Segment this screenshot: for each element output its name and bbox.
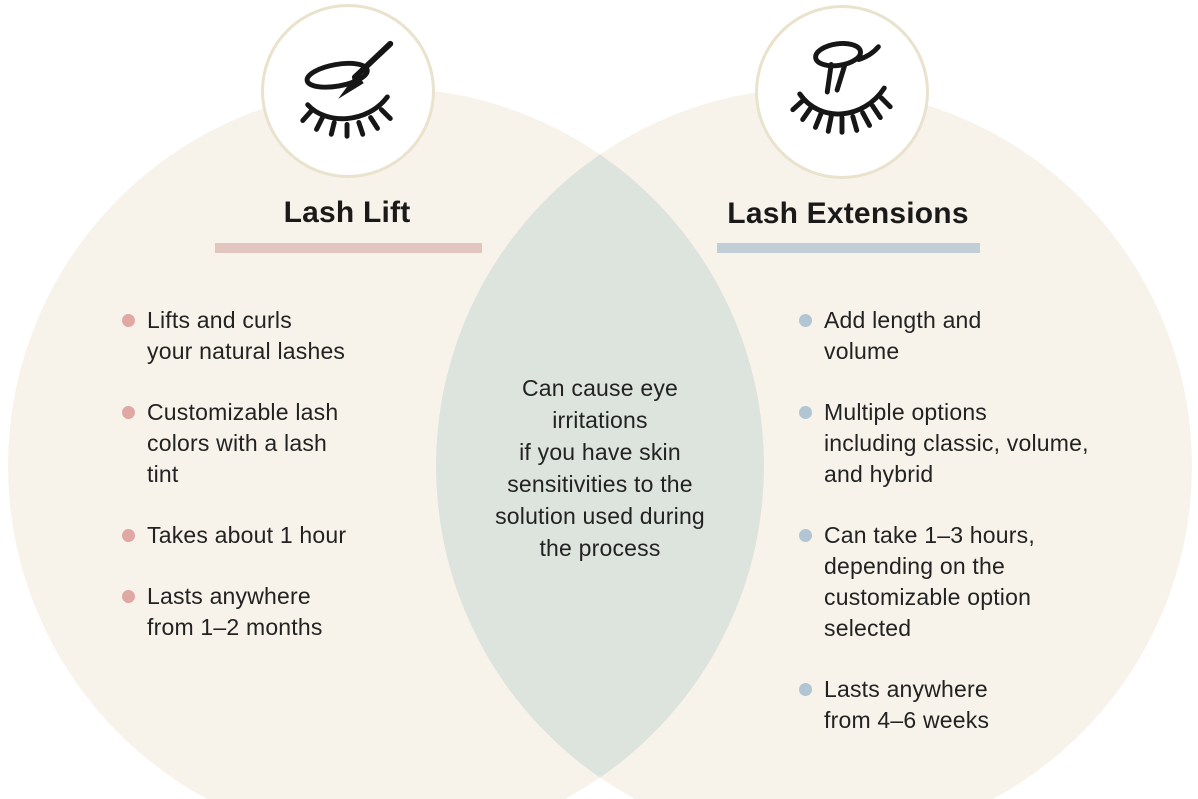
list-item-text: Add length and volume [824,307,982,364]
bullet-dot [122,529,135,542]
bullet-dot [799,314,812,327]
list-item: Lifts and curls your natural lashes [122,305,422,367]
lash-lift-icon-badge [261,4,435,178]
lash-extensions-underline [717,243,980,253]
lash-extensions-icon-badge [755,5,929,179]
lash-extensions-bullet-list: Add length and volume Multiple options i… [799,305,1149,766]
lash-lift-underline [215,243,482,253]
lash-extensions-title: Lash Extensions [727,197,969,230]
bullet-dot [799,683,812,696]
lash-lift-title: Lash Lift [283,196,411,229]
overlap-note: Can cause eye irritations if you have sk… [495,375,705,561]
bullet-dot [799,529,812,542]
list-item-text: Takes about 1 hour [147,522,347,548]
tweezers-over-lash-icon [790,41,893,135]
list-item-text: Customizable lash colors with a lash tin… [147,399,339,487]
list-item-text: Lasts anywhere from 1–2 months [147,583,323,640]
list-item: Lasts anywhere from 4–6 weeks [799,674,1149,736]
list-item: Multiple options including classic, volu… [799,397,1149,490]
brush-over-lash-icon [300,40,394,139]
lash-lift-bullet-list: Lifts and curls your natural lashes Cust… [122,305,422,673]
list-item-text: Lifts and curls your natural lashes [147,307,346,364]
bullet-dot [799,406,812,419]
bullet-dot [122,406,135,419]
list-item-text: Lasts anywhere from 4–6 weeks [824,676,990,733]
list-item-text: Can take 1–3 hours, depending on the cus… [824,522,1035,641]
list-item: Add length and volume [799,305,1149,367]
list-item: Takes about 1 hour [122,520,422,551]
list-item: Customizable lash colors with a lash tin… [122,397,422,490]
bullet-dot [122,314,135,327]
list-item: Can take 1–3 hours, depending on the cus… [799,520,1149,644]
list-item-text: Multiple options including classic, volu… [824,399,1089,487]
overlap-lens [436,88,764,799]
bullet-dot [122,590,135,603]
list-item: Lasts anywhere from 1–2 months [122,581,422,643]
